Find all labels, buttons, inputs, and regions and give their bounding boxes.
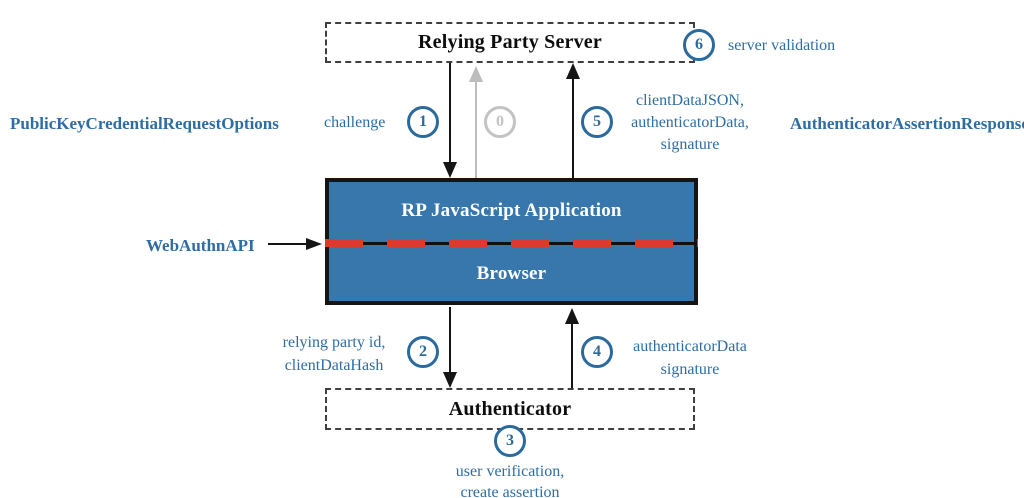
relying-party-server-label: Relying Party Server <box>418 31 602 53</box>
webauthn-api-label: WebAuthnAPI <box>146 236 255 255</box>
step-0-badge: 0 <box>484 106 516 138</box>
arrow-step5-head-icon <box>566 63 580 79</box>
step-4-label: authenticatorData signature <box>615 335 765 381</box>
webauthn-api-boundary-line <box>325 239 698 247</box>
step-5-line-3: signature <box>660 136 720 153</box>
step-5-label: clientDataJSON, authenticatorData, signa… <box>615 90 765 156</box>
browser-label: Browser <box>476 263 547 284</box>
step-4-line-2: signature <box>660 361 720 378</box>
arrow-step4-head-icon <box>565 308 579 324</box>
arrow-step2-line <box>449 307 451 374</box>
step-5-line-2: authenticatorData, <box>631 114 749 131</box>
arrow-step1-line <box>449 63 451 164</box>
arrow-step4-line <box>571 323 573 388</box>
browser-box: RP JavaScript Application Browser <box>325 178 698 305</box>
arrow-step2-head-icon <box>443 372 457 388</box>
step-3-label: user verification, create assertion <box>425 461 595 498</box>
boundary-red-dashes <box>325 239 698 247</box>
step-5-badge: 5 <box>581 106 613 138</box>
publickey-credential-request-options-label: PublicKeyCredentialRequestOptions <box>10 114 279 133</box>
step-6-label: server validation <box>728 37 836 54</box>
arrow-webauthn-line <box>268 243 308 245</box>
step-1-badge: 1 <box>407 106 439 138</box>
step-2-badge: 2 <box>407 336 439 368</box>
authenticator-label: Authenticator <box>448 397 572 420</box>
step-6-badge: 6 <box>683 29 715 61</box>
step-3-line-1: user verification, <box>455 463 565 480</box>
step-3-badge: 3 <box>494 425 526 457</box>
step-2-line-1: relying party id, <box>282 334 386 351</box>
authenticator-box: Authenticator <box>325 388 695 430</box>
step-4-badge: 4 <box>581 336 613 368</box>
arrow-step1-head-icon <box>443 162 457 178</box>
step-5-line-1: clientDataJSON, <box>636 92 744 109</box>
step-3-line-2: create assertion <box>460 484 560 498</box>
step-2-label: relying party id, clientDataHash <box>278 331 390 377</box>
step-4-line-1: authenticatorData <box>633 338 747 355</box>
relying-party-server-box: Relying Party Server <box>325 22 695 63</box>
arrow-step0-line <box>475 81 477 178</box>
rp-js-application-label: RP JavaScript Application <box>401 200 622 221</box>
step-2-line-2: clientDataHash <box>284 357 384 374</box>
arrow-step5-line <box>572 78 574 178</box>
arrow-step0-head-icon <box>469 66 483 82</box>
step-1-label: challenge <box>324 114 386 131</box>
arrow-webauthn-head-icon <box>306 238 322 250</box>
authenticator-assertion-response-label: AuthenticatorAssertionResponse <box>790 114 1024 133</box>
